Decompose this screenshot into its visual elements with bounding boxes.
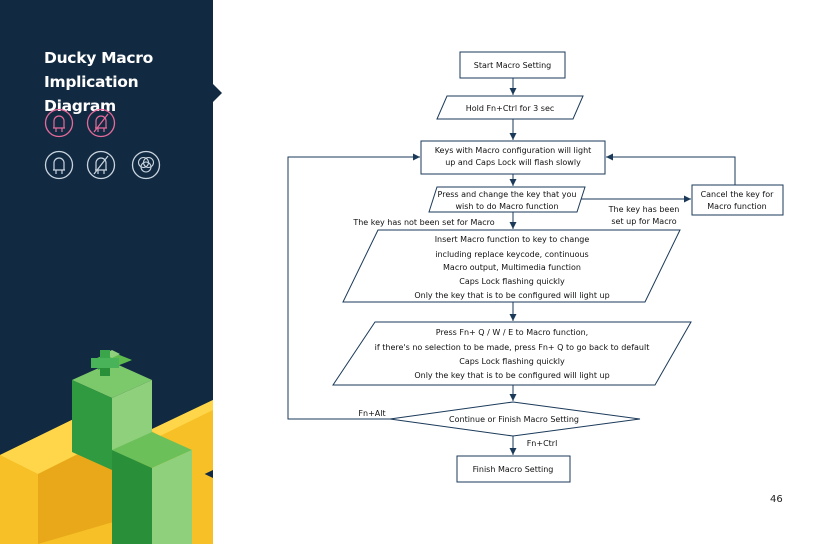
decision-label: Continue or Finish Macro Setting: [449, 415, 579, 424]
insert-line-3: Macro output, Multimedia function: [443, 263, 581, 272]
hold-label: Hold Fn+Ctrl for 3 sec: [466, 104, 555, 113]
keys-light-line-2: up and Caps Lock will flash slowly: [445, 158, 581, 167]
set-label-line-1: The key has been: [608, 205, 680, 214]
insert-box: [342, 229, 681, 303]
flowchart: Start Macro Setting Hold Fn+Ctrl for 3 s…: [287, 51, 784, 483]
led-off-icon: [86, 108, 116, 138]
press-change-line-1: Press and change the key that you: [438, 190, 577, 199]
cancel-line-2: Macro function: [707, 202, 766, 211]
cancel-box: [691, 184, 784, 216]
led-icon: [44, 108, 74, 138]
led-outline-icon: [44, 150, 74, 180]
not-set-label: The key has not been set for Macro: [352, 218, 494, 227]
press-fn-line-4: Only the key that is to be configured wi…: [414, 371, 609, 380]
cancel-line-1: Cancel the key for: [701, 190, 775, 199]
set-label-line-2: set up for Macro: [611, 217, 676, 226]
finish-box: [456, 455, 571, 483]
page-number: 46: [770, 494, 783, 505]
insert-line-5: Only the key that is to be configured wi…: [414, 291, 609, 300]
press-change-line-2: wish to do Macro function: [455, 202, 558, 211]
isometric-block-illustration: [0, 350, 213, 544]
press-fn-line-1: Press Fn+ Q / W / E to Macro function,: [436, 328, 588, 337]
sidebar: Ducky Macro Implication Diagram: [0, 0, 213, 544]
keys-light-line-1: Keys with Macro configuration will light: [435, 146, 592, 155]
insert-line-4: Caps Lock flashing quickly: [459, 277, 565, 286]
start-label: Start Macro Setting: [474, 61, 551, 70]
insert-line-2: including replace keycode, continuous: [435, 250, 588, 259]
sidebar-pointer: [213, 84, 222, 102]
finish-label: Finish Macro Setting: [473, 465, 554, 474]
press-change-box: [428, 186, 586, 213]
fn-alt-label: Fn+Alt: [358, 409, 385, 418]
press-fn-line-3: Caps Lock flashing quickly: [459, 357, 565, 366]
led-off-outline-icon: [86, 150, 116, 180]
press-fn-box: [332, 321, 692, 386]
fn-ctrl-label: Fn+Ctrl: [527, 439, 558, 448]
press-fn-line-2: if there's no selection to be made, pres…: [375, 343, 650, 352]
hold-box: [436, 95, 584, 120]
sidebar-title: Ducky Macro Implication Diagram: [44, 49, 153, 115]
insert-line-1: Insert Macro function to key to change: [435, 235, 590, 244]
rgb-circles-icon: [131, 150, 161, 180]
